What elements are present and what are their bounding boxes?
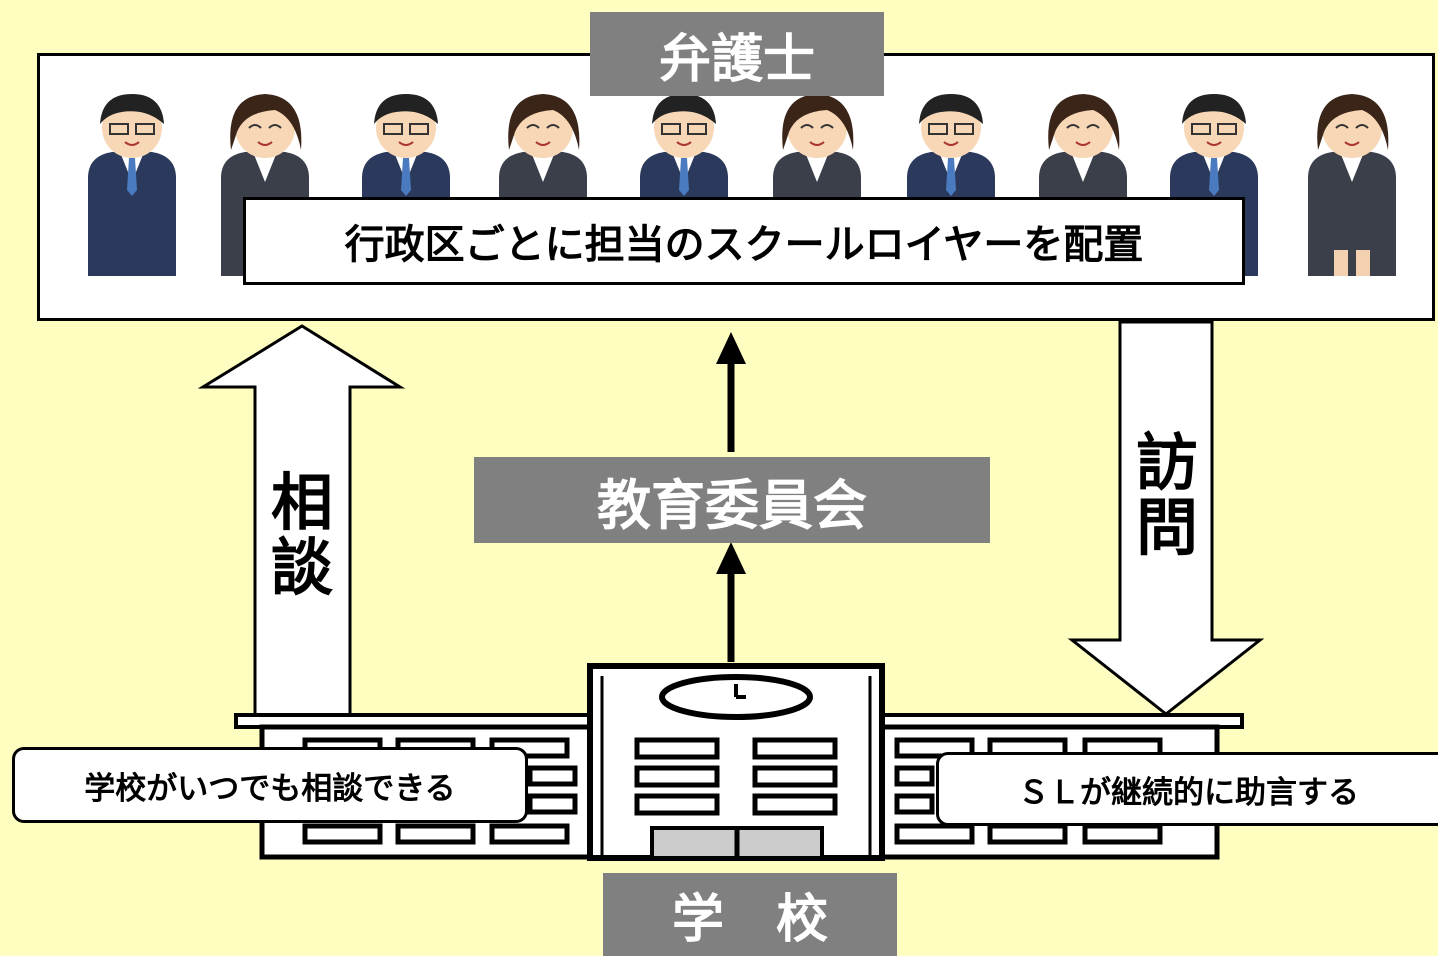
visit-char-1: 訪 bbox=[1135, 426, 1198, 499]
sl-note: ＳＬが継続的に助言する bbox=[936, 752, 1438, 826]
visit-label: 訪 問 bbox=[1127, 430, 1207, 560]
lawyer-label: 弁護士 bbox=[590, 12, 884, 96]
male-lawyer-icon bbox=[88, 94, 176, 276]
board-to-lawyer-arrowhead bbox=[716, 332, 746, 364]
consultation-arrow bbox=[197, 324, 406, 717]
visit-arrow bbox=[1067, 320, 1265, 716]
lawyers-caption: 行政区ごとに担当のスクールロイヤーを配置 bbox=[243, 197, 1245, 285]
consultation-label: 相 談 bbox=[262, 470, 342, 600]
school-to-board-arrowhead bbox=[716, 542, 746, 574]
consultation-char-1: 相 bbox=[270, 466, 333, 539]
visit-char-2: 問 bbox=[1135, 491, 1198, 565]
female-lawyer-icon bbox=[1308, 94, 1396, 276]
consultation-char-2: 談 bbox=[270, 531, 333, 605]
board-of-education-label: 教育委員会 bbox=[474, 457, 990, 543]
school-note: 学校がいつでも相談できる bbox=[12, 747, 528, 823]
school-label: 学 校 bbox=[603, 873, 897, 956]
